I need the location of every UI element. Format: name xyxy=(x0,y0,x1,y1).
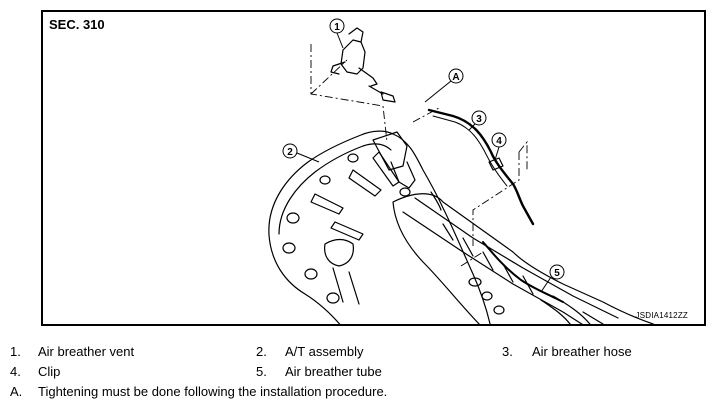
transmission-case xyxy=(392,193,655,324)
callout-5-label: 5 xyxy=(554,268,560,279)
callout-1-label: 1 xyxy=(334,22,340,33)
legend-text: Clip xyxy=(38,364,61,379)
air-breather-hose-shape xyxy=(427,108,535,226)
legend-row: 1. Air breather vent 2. A/T assembly 3. … xyxy=(0,344,717,364)
callout-2 xyxy=(282,143,298,159)
legend-text: A/T assembly xyxy=(285,344,364,359)
callout-3 xyxy=(471,110,487,126)
legend-num: 3. xyxy=(502,344,513,359)
legend-row: A. Tightening must be done following the… xyxy=(0,384,717,404)
air-breather-tube-shape xyxy=(482,241,564,303)
legend-num: 5. xyxy=(256,364,267,379)
callout-4-label: 4 xyxy=(496,136,502,147)
section-label: SEC. 310 xyxy=(49,17,105,32)
parts-legend: 1. Air breather vent 2. A/T assembly 3. … xyxy=(0,344,717,404)
legend-num: A. xyxy=(10,384,23,399)
callout-group xyxy=(282,18,565,293)
legend-text: Air breather vent xyxy=(38,344,135,359)
image-code: JSDIA1412ZZ xyxy=(635,311,688,320)
bell-housing-outline xyxy=(268,130,491,324)
transmission-illustration: 1 2 3 4 5 A xyxy=(268,18,655,324)
legend-row: 4. Clip 5. Air breather tube xyxy=(0,364,717,384)
legend-text: Air breather tube xyxy=(285,364,382,379)
legend-num: 4. xyxy=(10,364,21,379)
legend-num: 1. xyxy=(10,344,21,359)
callout-A-label: A xyxy=(452,72,459,83)
bell-housing-rim xyxy=(278,143,392,235)
legend-num: 2. xyxy=(256,344,267,359)
legend-text: Tightening must be done following the in… xyxy=(38,384,388,399)
callout-A xyxy=(448,68,464,84)
diagram-frame: 1 2 3 4 5 A SEC. 310 JSDIA1412ZZ xyxy=(41,10,706,326)
air-breather-vent-shape xyxy=(340,39,366,75)
callout-5 xyxy=(549,264,565,280)
callout-2-label: 2 xyxy=(287,147,293,158)
callout-3-label: 3 xyxy=(476,114,482,125)
legend-text: Air breather hose xyxy=(532,344,632,359)
